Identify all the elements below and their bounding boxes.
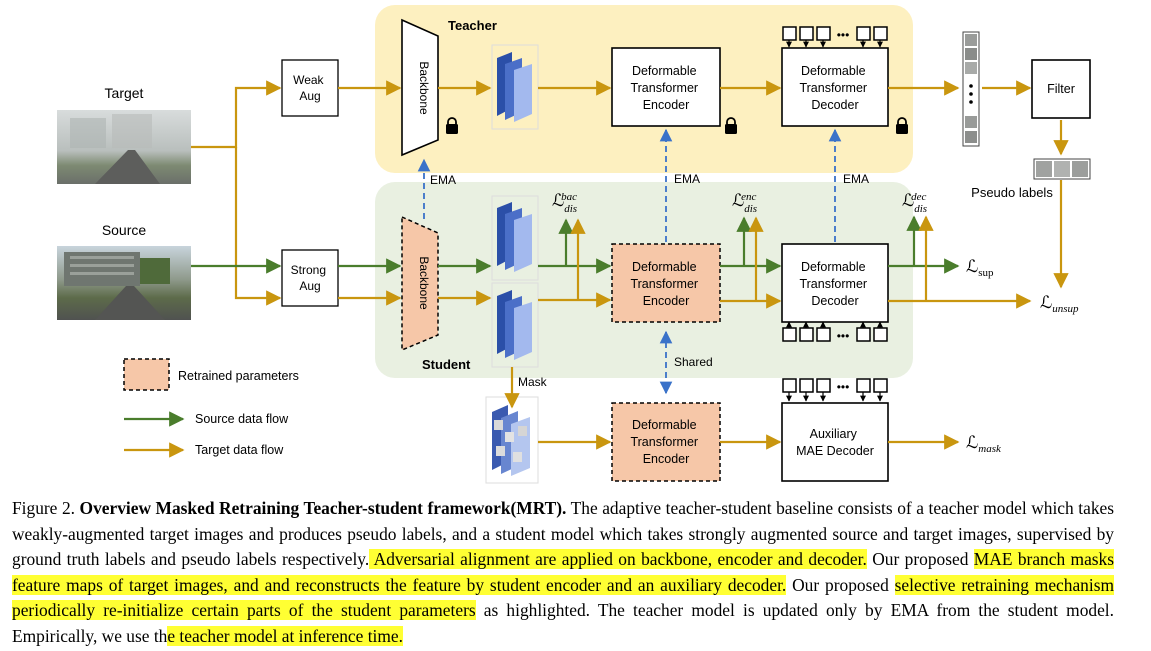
legend-target-label: Target data flow bbox=[195, 443, 284, 457]
aux-query-dots: ••• bbox=[837, 380, 850, 394]
filter-box bbox=[1031, 59, 1091, 119]
student-encoder-label: Deformable Transformer Encoder bbox=[630, 260, 701, 308]
teacher-backbone bbox=[401, 18, 439, 157]
teacher-query-dots: ••• bbox=[837, 28, 850, 42]
strong-aug-label: Strong Aug bbox=[291, 263, 330, 293]
caption-title: Overview Masked Retraining Teacher-stude… bbox=[79, 498, 567, 518]
student-feature-map-source bbox=[491, 195, 539, 281]
loss-mask: ℒmask bbox=[966, 433, 1002, 455]
teacher-feature-map bbox=[491, 44, 539, 130]
mask-label: Mask bbox=[518, 375, 548, 389]
teacher-predictions bbox=[962, 31, 980, 147]
target-image bbox=[57, 110, 191, 184]
student-decoder bbox=[781, 243, 889, 323]
aux-mae-decoder bbox=[781, 402, 889, 482]
ema-label-encoder: EMA bbox=[674, 172, 700, 186]
loss-dis-bac: ℒdisbac bbox=[552, 191, 577, 215]
strong-aug-box bbox=[281, 249, 339, 307]
ema-label-decoder: EMA bbox=[843, 172, 869, 186]
target-label: Target bbox=[105, 85, 144, 101]
teacher-decoder bbox=[781, 47, 889, 127]
source-image bbox=[57, 246, 191, 320]
shared-label: Shared bbox=[674, 355, 713, 369]
source-label: Source bbox=[102, 222, 147, 238]
student-encoder bbox=[611, 243, 721, 323]
student-backbone-label: Backbone bbox=[417, 256, 431, 310]
teacher-encoder-label: Deformable Transformer Encoder bbox=[630, 64, 701, 112]
pseudo-label-thumbs bbox=[1033, 158, 1091, 180]
teacher-backbone-label: Backbone bbox=[417, 61, 431, 115]
loss-unsup: ℒunsup bbox=[1040, 293, 1079, 315]
caption-highlight-1: Adversarial alignment are applied on bac… bbox=[369, 549, 867, 569]
teacher-query-arrows bbox=[786, 40, 883, 48]
legend-retrained-label: Retrained parameters bbox=[178, 369, 299, 383]
mae-encoder bbox=[611, 402, 721, 482]
loss-dis-dec: ℒdisdec bbox=[902, 191, 927, 215]
student-query-arrows bbox=[786, 321, 883, 328]
legend-retrained-swatch bbox=[123, 358, 170, 391]
caption-text-1: The adaptive teacher-student baseline co… bbox=[12, 498, 1114, 569]
student-query-dots: ••• bbox=[837, 329, 850, 343]
target-flow-strong bbox=[234, 147, 282, 306]
pseudo-labels-label: Pseudo labels bbox=[971, 185, 1053, 200]
filter-label: Filter bbox=[1047, 82, 1075, 96]
weak-aug-label: Weak Aug bbox=[293, 73, 327, 103]
caption-text-2: Our proposed bbox=[866, 549, 974, 569]
student-feature-map-target bbox=[491, 282, 539, 368]
target-flow-split bbox=[191, 80, 282, 149]
teacher-encoder bbox=[611, 47, 721, 127]
student-backbone bbox=[401, 215, 439, 352]
student-decoder-label: Deformable Transformer Decoder bbox=[799, 260, 870, 308]
lock-icon bbox=[896, 117, 908, 134]
masked-feature-map bbox=[485, 396, 539, 484]
aux-mae-decoder-label: Auxiliary MAE Decoder bbox=[796, 427, 874, 458]
teacher-title: Teacher bbox=[448, 18, 497, 33]
teacher-decoder-queries bbox=[782, 26, 888, 41]
caption-fig-label: Figure 2. bbox=[12, 498, 75, 518]
teacher-decoder-label: Deformable Transformer Decoder bbox=[799, 64, 870, 112]
loss-sup: ℒsup bbox=[966, 257, 994, 279]
mrt-framework-diagram: Teacher Student Target Source Weak Aug S… bbox=[57, 5, 1091, 484]
mae-encoder-label: Deformable Transformer Encoder bbox=[630, 418, 701, 466]
lock-icon bbox=[725, 117, 737, 134]
ema-label-backbone: EMA bbox=[430, 173, 456, 187]
caption-text-3: Our proposed bbox=[786, 574, 895, 595]
weak-aug-box bbox=[281, 59, 339, 117]
student-title: Student bbox=[422, 357, 471, 372]
caption-text-4: as highlighted. The teacher model is upd… bbox=[12, 600, 1114, 646]
aux-query-arrows bbox=[786, 392, 883, 402]
aux-decoder-queries bbox=[782, 378, 888, 393]
caption-highlight-4: e teacher model at inference time. bbox=[167, 625, 403, 646]
legend-source-label: Source data flow bbox=[195, 412, 289, 426]
lock-icon bbox=[446, 117, 458, 134]
loss-dis-enc: ℒdisenc bbox=[732, 191, 757, 215]
figure-caption: Figure 2. Overview Masked Retraining Tea… bbox=[12, 496, 1115, 649]
